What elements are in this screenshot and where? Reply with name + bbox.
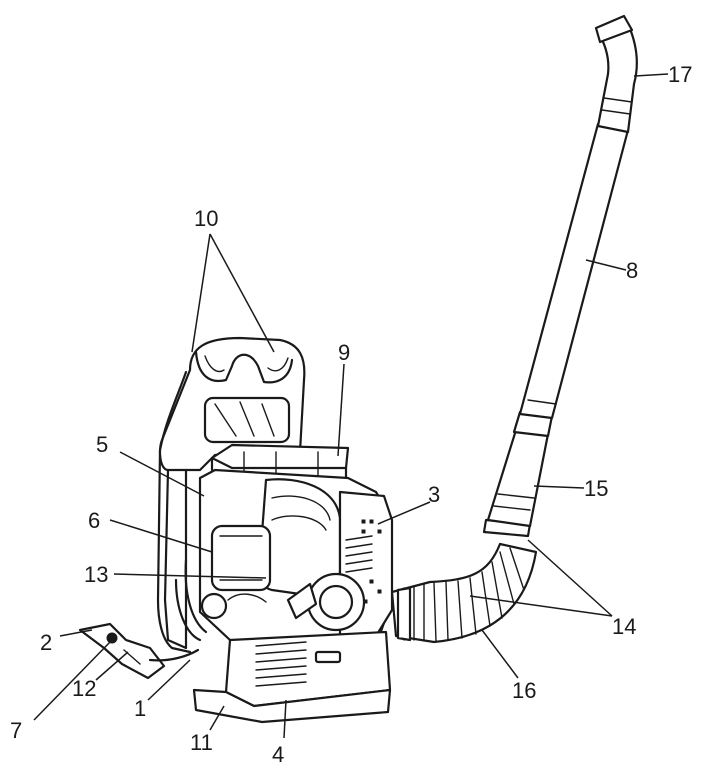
leader-7 bbox=[33, 639, 113, 721]
leader-11 bbox=[209, 705, 225, 731]
recoil-starter bbox=[286, 572, 366, 632]
leader-15 bbox=[533, 485, 585, 489]
leader-lines bbox=[33, 73, 669, 739]
engine-top-deck bbox=[210, 443, 350, 482]
leader-16 bbox=[481, 629, 519, 679]
callout-labels: 1 2 3 4 5 6 7 8 9 10 11 12 13 14 15 16 1… bbox=[10, 62, 692, 767]
leader-9 bbox=[337, 363, 345, 457]
swivel-pipe bbox=[486, 410, 554, 528]
callout-6: 6 bbox=[88, 508, 100, 533]
leader-14b bbox=[469, 595, 613, 617]
throttle-lever bbox=[78, 622, 200, 680]
straight-pipe bbox=[518, 122, 630, 420]
flexible-pipe bbox=[390, 542, 538, 644]
leader-10a bbox=[191, 233, 211, 353]
nozzle bbox=[594, 14, 638, 134]
leader-1 bbox=[147, 659, 191, 701]
leader-17 bbox=[633, 73, 669, 77]
leader-8 bbox=[585, 259, 627, 271]
callout-9: 9 bbox=[338, 340, 350, 365]
callout-1: 1 bbox=[134, 696, 146, 721]
callout-17: 17 bbox=[668, 62, 692, 87]
callout-11: 11 bbox=[190, 730, 213, 755]
leader-3 bbox=[377, 501, 431, 525]
leader-10b bbox=[209, 233, 275, 353]
leader-14a bbox=[527, 539, 613, 617]
callout-5: 5 bbox=[96, 432, 108, 457]
leader-5 bbox=[119, 451, 205, 497]
callout-16: 16 bbox=[512, 678, 536, 703]
callout-14: 14 bbox=[612, 614, 636, 639]
callout-10: 10 bbox=[194, 206, 218, 231]
leader-6 bbox=[109, 519, 213, 553]
leader-2 bbox=[59, 629, 93, 637]
callout-12: 12 bbox=[72, 676, 96, 701]
callout-3: 3 bbox=[428, 482, 440, 507]
backpack-frame bbox=[156, 336, 306, 654]
callout-8: 8 bbox=[626, 258, 638, 283]
callout-15: 15 bbox=[584, 476, 608, 501]
fan-housing bbox=[192, 630, 392, 724]
callout-7: 7 bbox=[10, 718, 22, 743]
callout-4: 4 bbox=[272, 742, 284, 767]
leader-12 bbox=[95, 651, 129, 681]
callout-13: 13 bbox=[84, 562, 108, 587]
leader-4 bbox=[283, 699, 287, 739]
callout-2: 2 bbox=[40, 630, 52, 655]
leader-13 bbox=[113, 573, 267, 579]
